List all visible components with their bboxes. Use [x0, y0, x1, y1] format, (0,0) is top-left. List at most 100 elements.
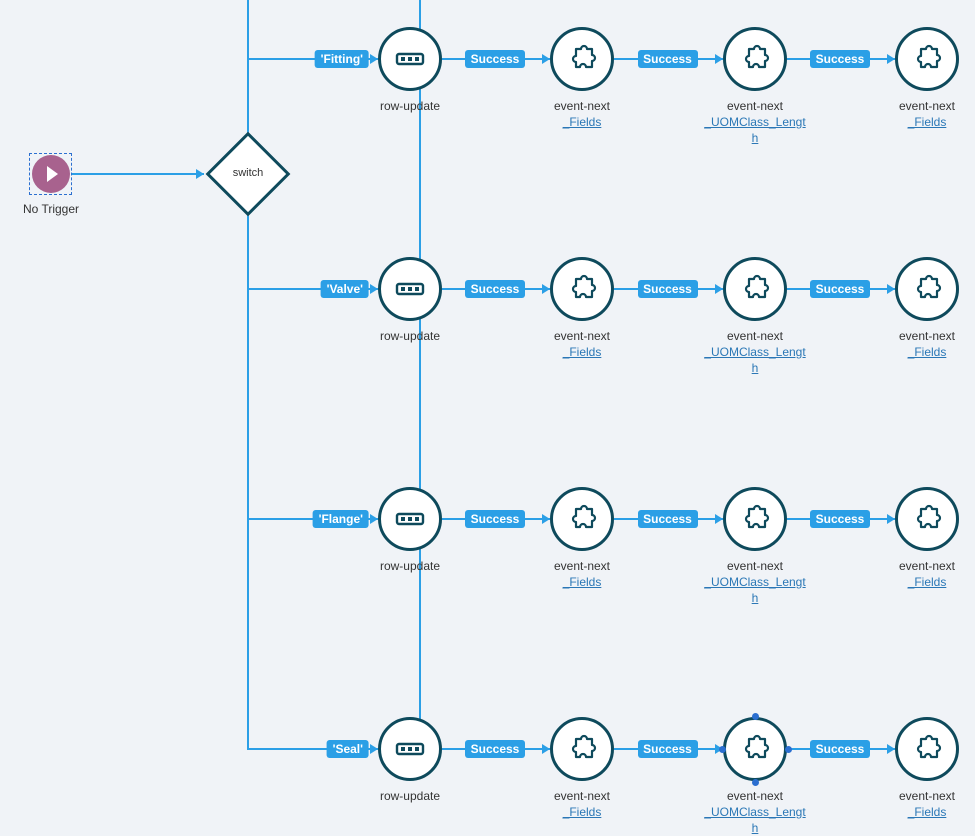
- node-source-link[interactable]: _UOMClass_Length: [704, 115, 806, 145]
- node-label: event-next: [553, 789, 611, 803]
- success-arrow: [715, 54, 723, 64]
- node-label: row-update: [379, 329, 441, 343]
- node-label: event-next: [553, 99, 611, 113]
- success-badge[interactable]: Success: [465, 280, 525, 298]
- branch-edge: [248, 288, 378, 290]
- row-update-spine: [419, 0, 421, 720]
- three-dots-icon: [394, 733, 426, 765]
- case-label-badge[interactable]: 'Fitting': [314, 50, 369, 68]
- event-next-node[interactable]: [895, 257, 959, 321]
- event-next-node[interactable]: [895, 717, 959, 781]
- play-icon[interactable]: [32, 155, 70, 193]
- trigger-to-switch-arrow: [196, 169, 204, 179]
- node-source-link[interactable]: _UOMClass_Length: [704, 345, 806, 375]
- node-label: event-next: [898, 99, 956, 113]
- node-source-link[interactable]: _Fields: [907, 575, 947, 589]
- branch-arrow: [370, 284, 378, 294]
- node-source-link[interactable]: _Fields: [562, 575, 602, 589]
- puzzle-piece-icon: [566, 733, 598, 765]
- three-dots-icon: [394, 43, 426, 75]
- row-update-node[interactable]: [378, 717, 442, 781]
- branch-edge: [248, 58, 378, 60]
- selection-handle[interactable]: [784, 745, 792, 753]
- success-badge[interactable]: Success: [465, 50, 525, 68]
- puzzle-piece-icon: [739, 43, 771, 75]
- success-badge[interactable]: Success: [465, 510, 525, 528]
- success-badge[interactable]: Success: [810, 50, 870, 68]
- node-label: event-next: [898, 789, 956, 803]
- node-source-link[interactable]: _Fields: [562, 345, 602, 359]
- branch-arrow: [370, 744, 378, 754]
- puzzle-piece-icon: [566, 273, 598, 305]
- node-source-link[interactable]: _Fields: [907, 115, 947, 129]
- trigger-selection-box: [29, 153, 72, 195]
- case-label-badge[interactable]: 'Flange': [312, 510, 369, 528]
- success-badge[interactable]: Success: [810, 280, 870, 298]
- puzzle-piece-icon: [911, 43, 943, 75]
- row-update-node[interactable]: [378, 487, 442, 551]
- node-label: event-next: [553, 329, 611, 343]
- node-source-link[interactable]: _UOMClass_Length: [704, 805, 806, 835]
- puzzle-piece-icon: [739, 733, 771, 765]
- node-source-link[interactable]: _UOMClass_Length: [704, 575, 806, 605]
- selection-handle[interactable]: [751, 778, 759, 786]
- success-arrow: [715, 284, 723, 294]
- row-update-node[interactable]: [378, 27, 442, 91]
- node-source-link[interactable]: _Fields: [907, 345, 947, 359]
- node-label: event-next: [726, 329, 784, 343]
- success-badge[interactable]: Success: [637, 510, 698, 528]
- event-next-node[interactable]: [723, 487, 787, 551]
- event-next-node[interactable]: [550, 257, 614, 321]
- event-next-node[interactable]: [723, 257, 787, 321]
- switch-bottom-connector: [247, 208, 249, 750]
- node-label: event-next: [726, 559, 784, 573]
- event-next-node[interactable]: [723, 27, 787, 91]
- success-arrow: [887, 744, 895, 754]
- puzzle-piece-icon: [911, 733, 943, 765]
- success-badge[interactable]: Success: [637, 50, 698, 68]
- node-source-link[interactable]: _Fields: [562, 115, 602, 129]
- switch-top-connector: [247, 0, 249, 140]
- success-arrow: [542, 514, 550, 524]
- event-next-node[interactable]: [550, 487, 614, 551]
- success-badge[interactable]: Success: [637, 280, 698, 298]
- puzzle-piece-icon: [566, 503, 598, 535]
- three-dots-icon: [394, 503, 426, 535]
- success-arrow: [542, 744, 550, 754]
- node-label: row-update: [379, 559, 441, 573]
- three-dots-icon: [394, 273, 426, 305]
- event-next-node[interactable]: [895, 487, 959, 551]
- node-source-link[interactable]: _Fields: [907, 805, 947, 819]
- success-badge[interactable]: Success: [637, 740, 698, 758]
- node-label: row-update: [379, 789, 441, 803]
- success-badge[interactable]: Success: [810, 740, 870, 758]
- event-next-node[interactable]: [723, 717, 787, 781]
- node-label: event-next: [553, 559, 611, 573]
- branch-arrow: [370, 54, 378, 64]
- selection-handle[interactable]: [751, 712, 759, 720]
- switch-label: switch: [232, 167, 264, 179]
- selection-handle[interactable]: [718, 745, 726, 753]
- success-arrow: [715, 514, 723, 524]
- success-arrow: [542, 284, 550, 294]
- node-label: event-next: [898, 329, 956, 343]
- event-next-node[interactable]: [550, 27, 614, 91]
- trigger-to-switch-edge: [72, 173, 204, 175]
- puzzle-piece-icon: [911, 503, 943, 535]
- node-label: event-next: [726, 789, 784, 803]
- trigger-label: No Trigger: [22, 202, 80, 216]
- success-arrow: [887, 54, 895, 64]
- success-arrow: [887, 284, 895, 294]
- node-source-link[interactable]: _Fields: [562, 805, 602, 819]
- puzzle-piece-icon: [739, 273, 771, 305]
- event-next-node[interactable]: [895, 27, 959, 91]
- success-arrow: [542, 54, 550, 64]
- case-label-badge[interactable]: 'Seal': [326, 740, 369, 758]
- row-update-node[interactable]: [378, 257, 442, 321]
- success-badge[interactable]: Success: [810, 510, 870, 528]
- case-label-badge[interactable]: 'Valve': [320, 280, 369, 298]
- success-badge[interactable]: Success: [465, 740, 525, 758]
- event-next-node[interactable]: [550, 717, 614, 781]
- node-label: event-next: [898, 559, 956, 573]
